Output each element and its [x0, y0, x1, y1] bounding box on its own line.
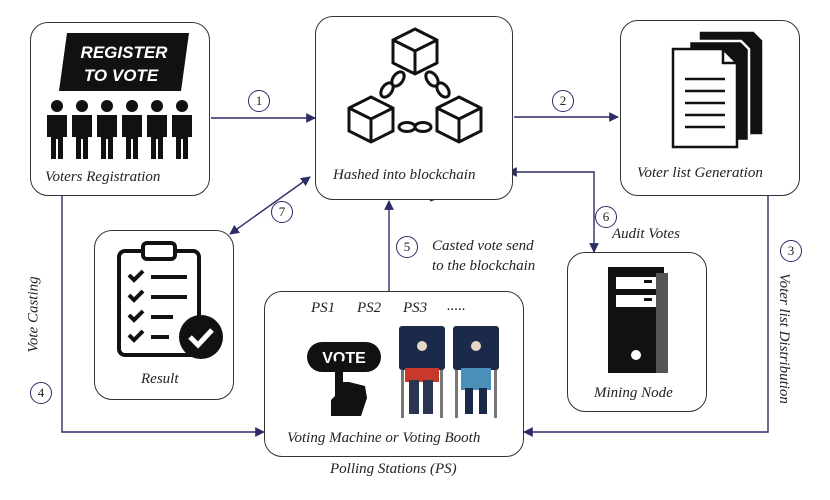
svg-text:VOTE: VOTE: [322, 350, 366, 367]
audit-votes-label: Audit Votes: [612, 226, 680, 242]
voting-machine-label: Voting Machine or Voting Booth: [287, 430, 481, 446]
step-1-marker: 1: [248, 90, 270, 112]
clipboard-check-icon: [117, 241, 223, 359]
casted-vote-label-2: to the blockchain: [432, 258, 536, 274]
result-box: Result: [94, 230, 234, 400]
svg-text:REGISTER: REGISTER: [81, 43, 169, 62]
step-3-marker: 3: [780, 240, 802, 262]
documents-icon: [671, 31, 763, 149]
ps1-label: PS1: [311, 300, 336, 316]
step-7-marker: 7: [271, 201, 293, 223]
vote-casting-label: Vote Casting: [25, 276, 42, 353]
blockchain-icon: [347, 27, 483, 144]
voter-list-distribution-label: Voter list Distribution: [775, 273, 792, 404]
arrow-6: [507, 167, 599, 253]
step-5-marker: 5: [396, 236, 418, 258]
ps3-label: PS3: [403, 300, 428, 316]
result-label: Result: [141, 371, 179, 387]
step-2-marker: 2: [552, 90, 574, 112]
person-icon: [47, 100, 67, 159]
blockchain-box: Hashed into blockchain: [315, 16, 513, 200]
arrow-4: [61, 196, 265, 437]
blockchain-label: Hashed into blockchain: [333, 167, 476, 183]
mining-node-label: Mining Node: [594, 385, 673, 401]
polling-stations-caption: Polling Stations (PS): [330, 461, 457, 477]
polling-station-box: PS1 PS2 PS3 ..... VOTE Voting Machine or…: [264, 291, 524, 457]
ps2-label: PS2: [357, 300, 382, 316]
voter-list-box: Voter list Generation: [620, 20, 800, 196]
vote-button-icon: VOTE: [307, 342, 381, 416]
step-4-marker: 4: [30, 382, 52, 404]
voter-list-label: Voter list Generation: [637, 165, 763, 181]
person-icon: [122, 100, 142, 159]
mining-node-box: Mining Node: [567, 252, 707, 412]
register-badge-icon: REGISTER TO VOTE: [59, 33, 189, 91]
person-icon: [72, 100, 92, 159]
server-icon: [608, 267, 668, 373]
more-stations-label: .....: [447, 298, 466, 314]
person-icon: [147, 100, 167, 159]
step-6-marker: 6: [595, 206, 617, 228]
person-icon: [97, 100, 117, 159]
person-icon: [172, 100, 192, 159]
casted-vote-label-1: Casted vote send: [432, 238, 534, 254]
arrow-7: [229, 176, 311, 235]
svg-text:TO VOTE: TO VOTE: [84, 66, 159, 85]
voters-registration-label: Voters Registration: [45, 169, 161, 185]
voters-registration-box: REGISTER TO VOTE Voters Registration: [30, 22, 210, 196]
voting-booth-icon: [399, 326, 445, 418]
voting-booth-icon: [453, 326, 499, 418]
people-icon: [47, 100, 192, 159]
arrow-3: [523, 196, 769, 437]
